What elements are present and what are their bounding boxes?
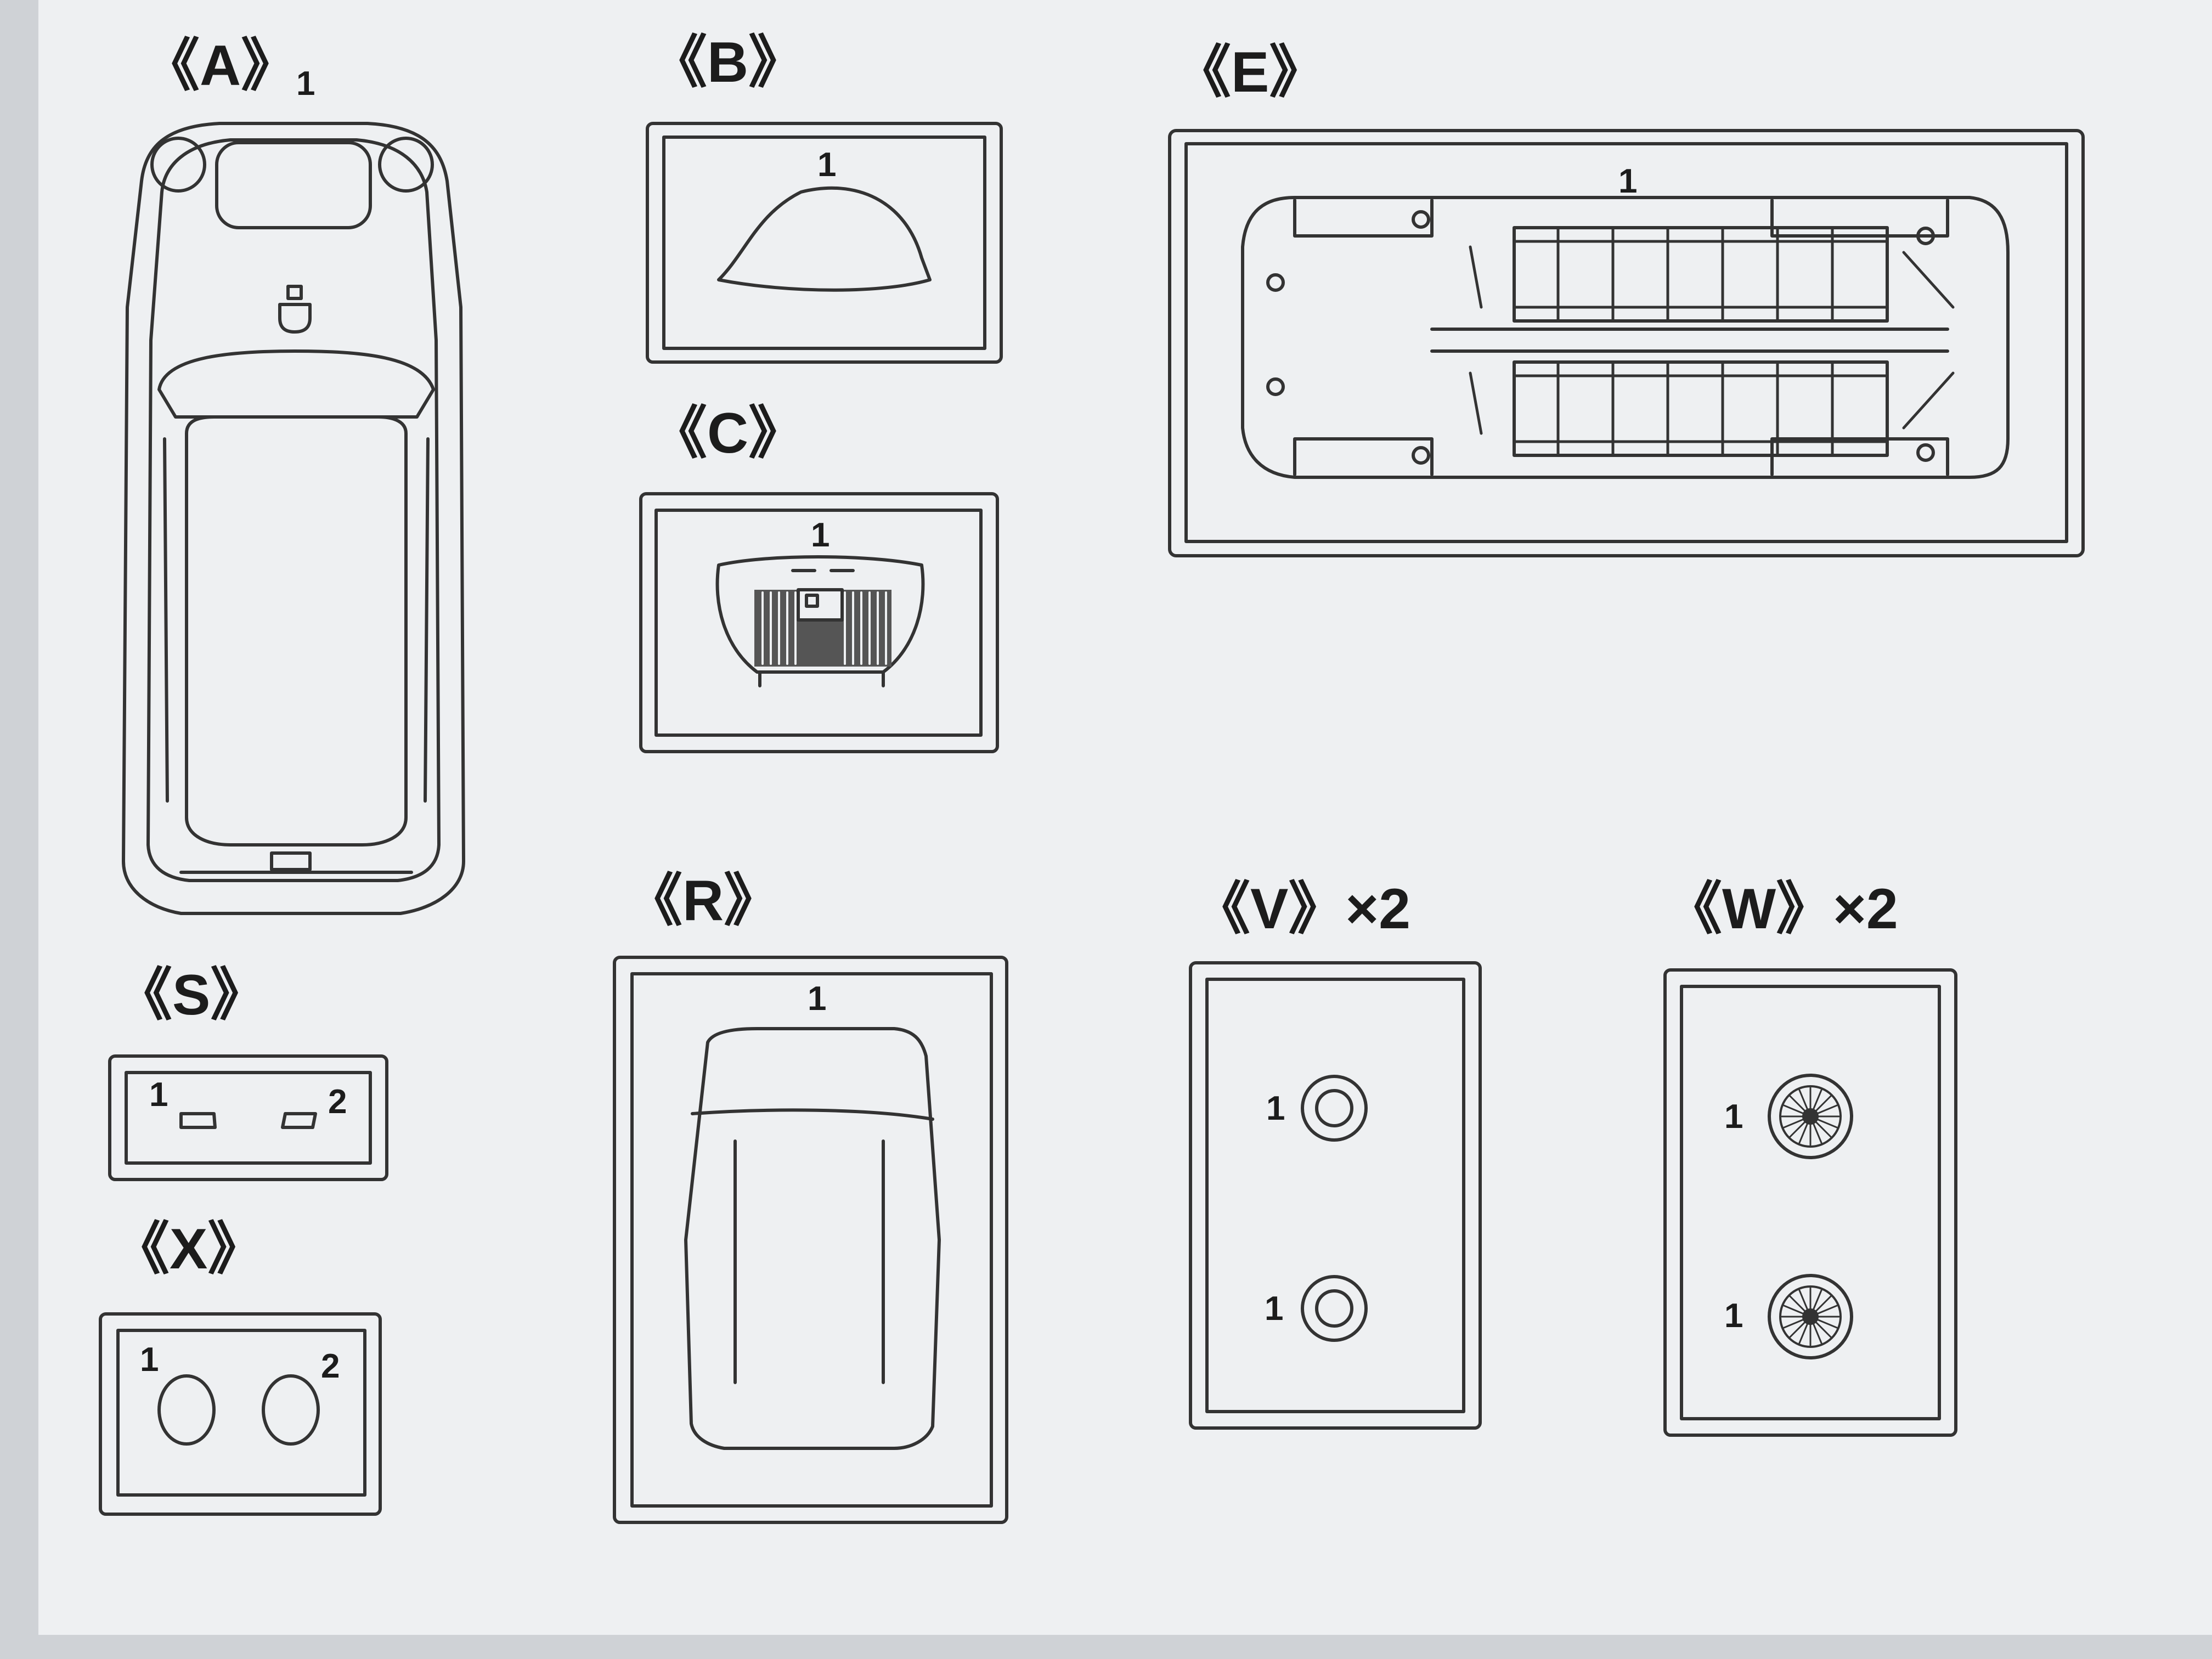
- decal-c-title: 《C》: [650, 402, 806, 465]
- decal-v-number-2: 1: [1265, 1290, 1284, 1328]
- decal-w-title: 《W》×2: [1665, 877, 1898, 941]
- decal-s-number-1: 1: [149, 1076, 168, 1114]
- decal-w-number-2: 1: [1724, 1297, 1743, 1335]
- decal-b-number-1: 1: [817, 146, 837, 184]
- instruction-sheet: [38, 0, 2212, 1635]
- decal-s-title: 《S》: [115, 963, 268, 1027]
- decal-c: [639, 492, 999, 753]
- decal-b: [646, 122, 1003, 364]
- decal-x-number-2: 2: [321, 1347, 340, 1385]
- decal-e-chassis: [1168, 129, 2085, 557]
- decal-r: [613, 956, 1008, 1524]
- wheel-disc-1: [1768, 1074, 1853, 1159]
- decal-a-number-1: 1: [296, 65, 315, 103]
- decal-e-title: 《E》: [1174, 41, 1327, 104]
- decal-a-title: 《A》: [143, 34, 298, 98]
- decal-b-title: 《B》: [650, 31, 806, 94]
- decal-w-number-1: 1: [1724, 1098, 1743, 1136]
- decal-e-number-1: 1: [1618, 162, 1638, 200]
- decal-v-title: 《V》×2: [1193, 877, 1410, 941]
- decal-x: [99, 1312, 382, 1516]
- decal-r-title: 《R》: [625, 869, 781, 933]
- decal-r-number-1: 1: [808, 980, 827, 1018]
- decal-w: [1663, 968, 1957, 1437]
- wheel-disc-2: [1768, 1274, 1853, 1359]
- decal-s: [108, 1054, 388, 1181]
- decal-v: [1189, 961, 1482, 1430]
- decal-s-number-2: 2: [328, 1083, 347, 1121]
- decal-x-title: 《X》: [112, 1217, 265, 1281]
- decal-c-number-1: 1: [811, 516, 830, 554]
- decal-x-number-1: 1: [140, 1341, 159, 1379]
- decal-a-car-top: [122, 122, 465, 915]
- decal-v-number-1: 1: [1266, 1090, 1285, 1127]
